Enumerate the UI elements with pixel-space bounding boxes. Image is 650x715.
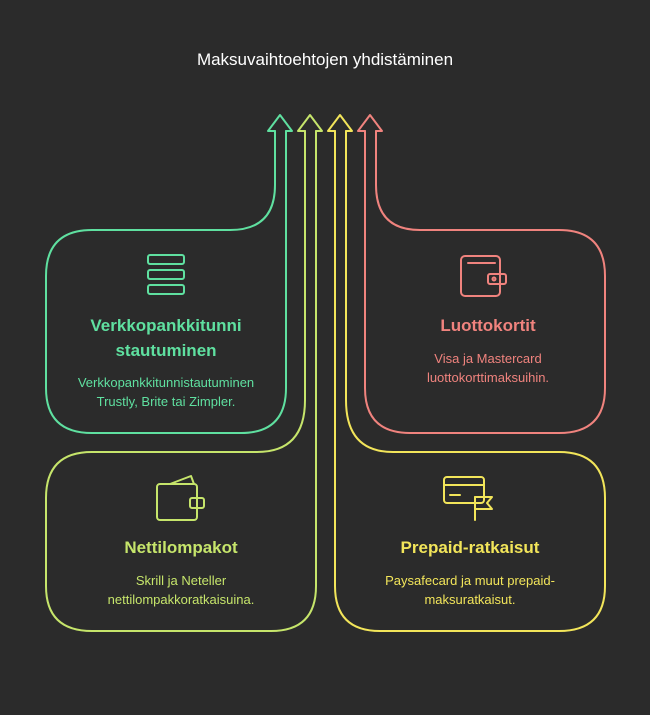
luottokortit-flow-outline: [364, 130, 606, 434]
verkkopankki-title-line1: Verkkopankkitunni: [90, 316, 242, 335]
page-title: Maksuvaihtoehtojen yhdistäminen: [196, 50, 454, 69]
nettilompakot-desc-line2: nettilompakkoratkaisuina.: [107, 592, 255, 607]
nettilompakot-desc-line1: Skrill ja Neteller: [135, 573, 227, 588]
wallet-icon: [460, 255, 507, 297]
prepaid-title-line1: Prepaid-ratkaisut: [400, 538, 540, 557]
verkkopankki-card-title: Verkkopankkitunni stautuminen: [56, 313, 276, 363]
verkkopankki-title-line2: stautuminen: [115, 341, 217, 360]
luottokortit-card-description: Visa ja Mastercard luottokorttimaksuihin…: [378, 349, 598, 387]
nettilompakot-flow-outline: [45, 130, 317, 632]
luottokortit-arrowhead: [357, 114, 383, 132]
nettilompakot-title-line1: Nettilompakot: [124, 538, 238, 557]
prepaid-card-title: Prepaid-ratkaisut: [345, 535, 595, 560]
prepaid-flow-outline: [334, 130, 606, 632]
nettilompakot-card-title: Nettilompakot: [56, 535, 306, 560]
nettilompakot-card-description: Skrill ja Neteller nettilompakkoratkaisu…: [56, 571, 306, 609]
luottokortit-desc-line1: Visa ja Mastercard: [434, 351, 542, 366]
verkkopankki-flow-outline: [45, 130, 287, 434]
verkkopankki-arrowhead: [267, 114, 293, 132]
prepaid-card-description: Paysafecard ja muut prepaid- maksuratkai…: [345, 571, 595, 609]
stacked-bars-icon: [147, 254, 185, 295]
prepaid-desc-line1: Paysafecard ja muut prepaid-: [385, 573, 555, 588]
nettilompakot-arrowhead: [297, 114, 323, 132]
card-flag-icon: [443, 476, 493, 521]
luottokortit-desc-line2: luottokorttimaksuihin.: [426, 370, 550, 385]
verkkopankki-desc-line2: Trustly, Brite tai Zimpler.: [96, 394, 236, 409]
verkkopankki-desc-line1: Verkkopankkitunnistautuminen: [77, 375, 255, 390]
wallet-icon: [156, 475, 205, 521]
luottokortit-card-title: Luottokortit: [378, 313, 598, 338]
verkkopankki-card-description: Verkkopankkitunnistautuminen Trustly, Br…: [50, 373, 282, 411]
prepaid-arrowhead: [327, 114, 353, 132]
luottokortit-title-line1: Luottokortit: [440, 316, 536, 335]
prepaid-desc-line2: maksuratkaisut.: [424, 592, 516, 607]
